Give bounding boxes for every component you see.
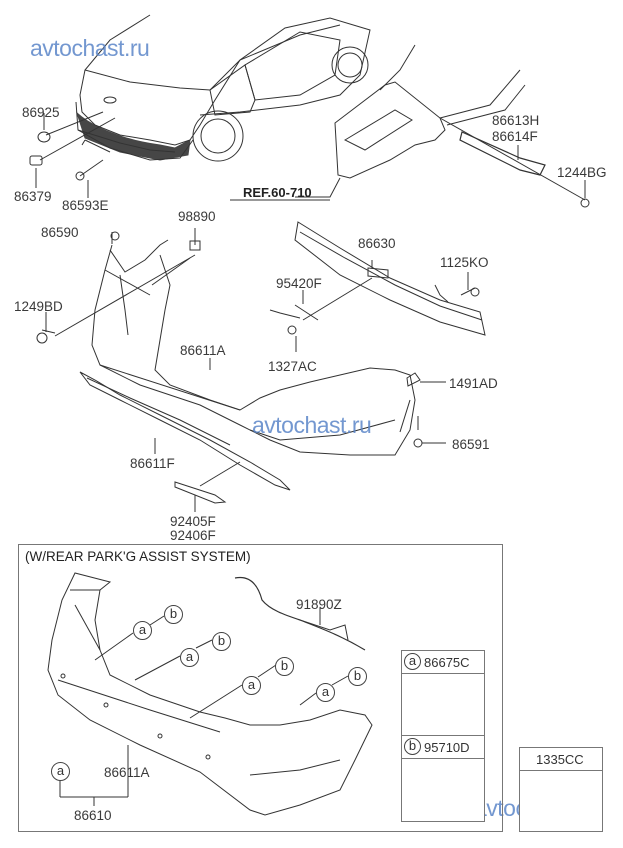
part-label-86611A[interactable]: 86611A — [180, 343, 226, 358]
callout-a: a — [133, 621, 152, 640]
part-label-1244BG[interactable]: 1244BG — [557, 165, 607, 180]
part-label-86613H[interactable]: 86613H — [492, 113, 540, 128]
callout-b: b — [275, 657, 294, 676]
ref-bracket — [230, 44, 526, 201]
part-label-1249BD[interactable]: 1249BD — [14, 299, 63, 314]
part-label-86614F[interactable]: 86614F — [492, 129, 538, 144]
ref-label[interactable]: REF.60-710 — [243, 185, 312, 200]
callout-a: a — [316, 683, 335, 702]
inset-title: (W/REAR PARK'G ASSIST SYSTEM) — [25, 549, 251, 564]
rear-bumper — [91, 239, 416, 456]
legend-key-a: a — [404, 653, 421, 670]
callout-a: a — [180, 648, 199, 667]
part-label-86591[interactable]: 86591 — [452, 437, 490, 452]
callout-b: b — [164, 605, 183, 624]
part-label-86610[interactable]: 86610 — [74, 808, 112, 823]
legend-cell-a: a 86675C — [401, 650, 485, 737]
park-assist-inset — [18, 544, 503, 832]
part-label-86925[interactable]: 86925 — [22, 105, 60, 120]
part-label-92405F[interactable]: 92405F — [170, 514, 216, 529]
part-label-98890[interactable]: 98890 — [178, 209, 216, 224]
callout-b: b — [212, 632, 231, 651]
lower-trim — [79, 371, 291, 491]
legend-key-b: b — [404, 738, 421, 755]
part-label-86611F[interactable]: 86611F — [130, 456, 175, 471]
part-label-91890Z[interactable]: 91890Z — [296, 597, 342, 612]
part-label-86630[interactable]: 86630 — [358, 236, 396, 251]
part-label-86590[interactable]: 86590 — [41, 225, 79, 240]
side-box-1335CC: 1335CC — [519, 747, 603, 832]
part-label-86611A-inset[interactable]: 86611A — [104, 765, 150, 780]
inset-bumper — [47, 572, 373, 816]
part-label-1327AC[interactable]: 1327AC — [268, 359, 317, 374]
legend-part-86675C[interactable]: 86675C — [424, 655, 470, 670]
watermark: avtochast.ru — [30, 35, 150, 61]
bumper-rail — [294, 221, 486, 336]
legend-part-95710D[interactable]: 95710D — [424, 740, 470, 755]
part-label-1335CC[interactable]: 1335CC — [536, 752, 584, 767]
callout-a: a — [242, 676, 261, 695]
part-label-1125KO[interactable]: 1125KO — [440, 255, 489, 270]
part-label-86379[interactable]: 86379 — [14, 189, 52, 204]
part-label-86593E[interactable]: 86593E — [62, 198, 109, 213]
part-label-95420F[interactable]: 95420F — [276, 276, 322, 291]
part-label-92406F[interactable]: 92406F — [170, 528, 216, 543]
watermark: avtochast.ru — [252, 412, 372, 438]
part-label-1491AD[interactable]: 1491AD — [449, 376, 498, 391]
legend-cell-b: b 95710D — [401, 735, 485, 822]
callout-b: b — [348, 667, 367, 686]
callout-a: a — [51, 762, 70, 781]
